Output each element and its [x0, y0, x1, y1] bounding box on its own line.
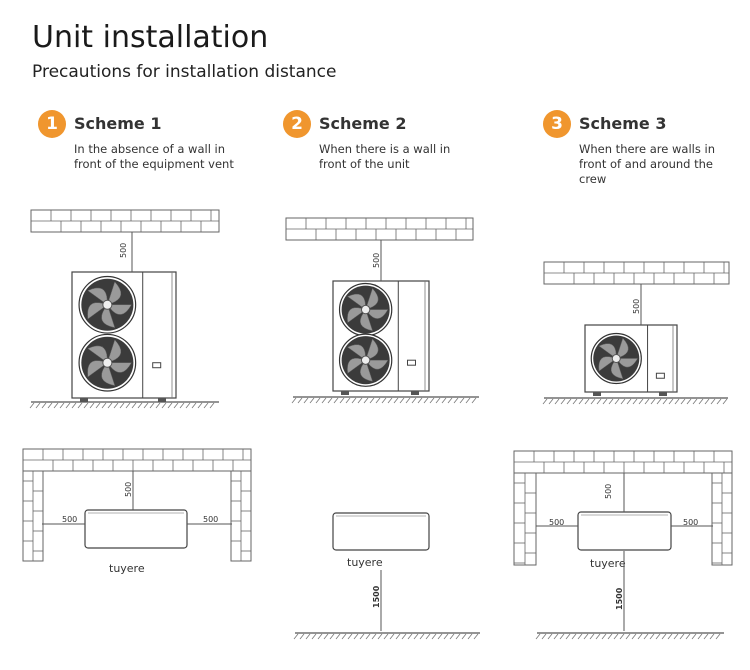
- scheme-3-top-wall: [513, 450, 733, 474]
- scheme-3-unit-fan: [590, 332, 642, 385]
- scheme-2-front-wall: [285, 217, 474, 241]
- scheme-2-description: When there is a wall in front of the uni…: [319, 142, 451, 171]
- scheme-3-number-badge: 3: [543, 110, 571, 138]
- scheme-2-tuyere-label: tuyere: [347, 556, 383, 569]
- scheme-3-tuyere-label: tuyere: [590, 557, 626, 570]
- page-subtitle: Precautions for installation distance: [32, 62, 337, 82]
- scheme-2-top-ground: [293, 632, 480, 640]
- scheme-2-clearance-label: 1500: [372, 585, 381, 608]
- scheme-3-title: Scheme 3: [579, 114, 667, 133]
- scheme-1-ground: [29, 401, 219, 409]
- scheme-3-front-wall: [543, 261, 730, 285]
- scheme-3-front-dim-label: 500: [632, 299, 641, 314]
- scheme-2-top-unit: [332, 512, 430, 551]
- wall-layer: [22, 209, 733, 566]
- scheme-3-ground: [542, 397, 728, 405]
- scheme-1-title: Scheme 1: [74, 114, 162, 133]
- scheme-2-unit-fan-bottom: [338, 333, 393, 387]
- scheme-1-top-unit: [84, 509, 188, 549]
- scheme-1-front-dim-label: 500: [119, 243, 128, 258]
- scheme-1-left-wall: [22, 470, 44, 562]
- scheme-1-top-dim-left: 500: [62, 515, 77, 524]
- scheme-3-top-dim-right: 500: [683, 518, 698, 527]
- scheme-2-ground: [291, 396, 479, 404]
- ground-layer: [29, 396, 728, 640]
- scheme-3-right-wall: [711, 472, 733, 566]
- scheme-2-unit-fan-top: [338, 282, 393, 337]
- scheme-3-top-dim-front: 500: [604, 484, 613, 499]
- scheme-3-top-dim-left: 500: [549, 518, 564, 527]
- scheme-1-top-dim-right: 500: [203, 515, 218, 524]
- scheme-2-front-dim-label: 500: [372, 253, 381, 268]
- scheme-1-front-wall: [30, 209, 220, 233]
- scheme-1-description: In the absence of a wall in front of the…: [74, 142, 234, 171]
- scheme-3-left-wall: [513, 472, 537, 566]
- scheme-3-clearance-label: 1500: [615, 587, 624, 610]
- scheme-1-unit-fan-bottom: [78, 333, 137, 392]
- scheme-1-top-dim-front: 500: [124, 482, 133, 497]
- scheme-3-description: When there are walls in front of and aro…: [579, 142, 715, 186]
- scheme-1-unit-fan-top: [78, 275, 137, 334]
- scheme-3-top-unit: [577, 511, 672, 551]
- page-title: Unit installation: [32, 20, 269, 55]
- scheme-1-tuyere-label: tuyere: [109, 562, 145, 575]
- scheme-1-right-wall: [230, 470, 252, 562]
- unit-layer: [71, 271, 678, 551]
- dimension-layer: 500 500 500 500 500 500 tuyere tuyere 15…: [42, 232, 713, 631]
- scheme-3-top-ground: [535, 632, 724, 640]
- scheme-2-title: Scheme 2: [319, 114, 407, 133]
- scheme-1-number-badge: 1: [38, 110, 66, 138]
- scheme-1-top-wall: [22, 448, 252, 472]
- scheme-2-number-badge: 2: [283, 110, 311, 138]
